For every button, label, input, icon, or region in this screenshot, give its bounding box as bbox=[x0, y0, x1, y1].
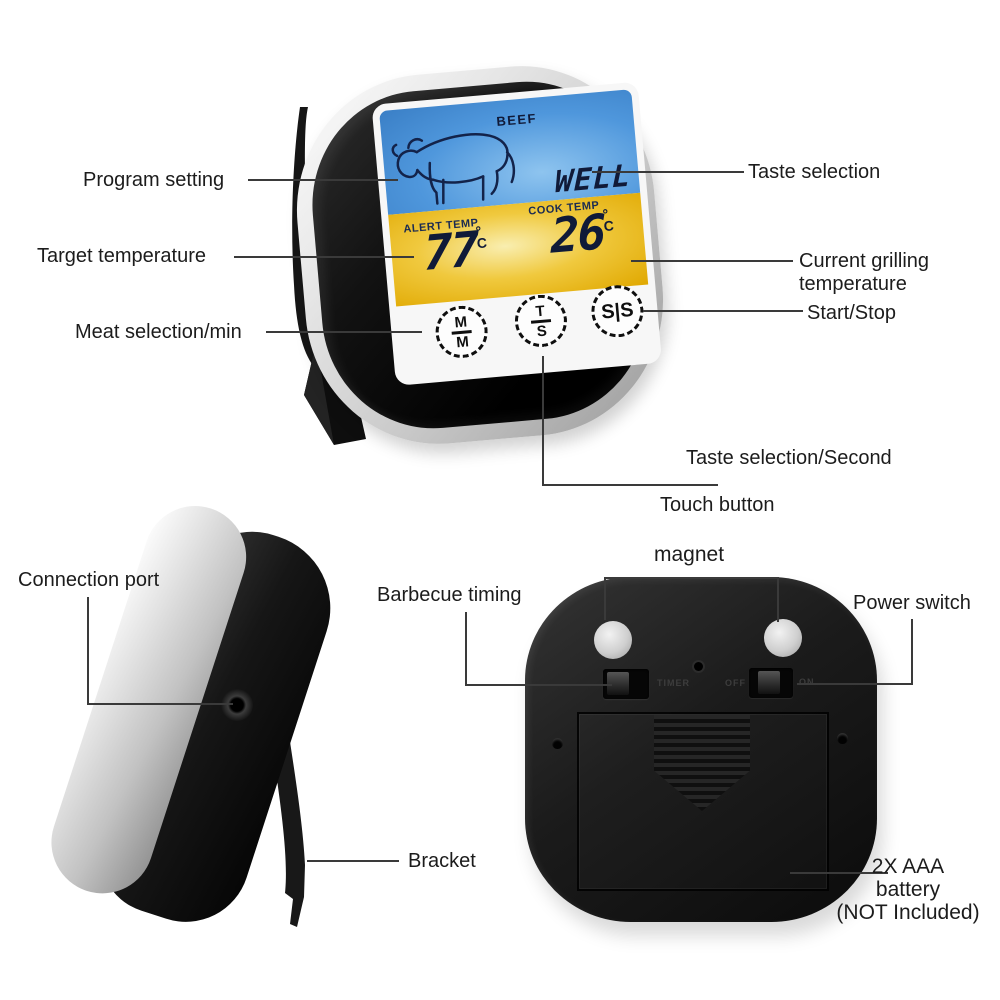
touch-screen: BEEF WELL ALERT TEMP C bbox=[371, 81, 663, 386]
thermometer-back-view: TIMER OFF ON bbox=[525, 577, 877, 922]
line-connection-port-horizontal bbox=[87, 703, 233, 705]
alert-temp-display: 77 °C bbox=[421, 221, 492, 282]
connection-port-hole bbox=[221, 689, 253, 721]
line-meat-selection bbox=[266, 331, 422, 333]
line-barbecue-timing-vertical bbox=[465, 612, 467, 686]
label-start-stop: Start/Stop bbox=[807, 302, 896, 324]
battery-door-grip bbox=[654, 715, 750, 811]
magnet-left bbox=[594, 621, 632, 659]
label-target-temperature: Target temperature bbox=[37, 245, 206, 267]
line-barbecue-timing-horizontal bbox=[465, 684, 612, 686]
power-off-label: OFF bbox=[725, 678, 746, 688]
bracket-leg bbox=[271, 735, 305, 927]
line-target-temperature bbox=[234, 256, 414, 258]
label-current-grilling-line1: Current grilling bbox=[799, 250, 930, 272]
line-magnet-top bbox=[604, 577, 779, 579]
meat-button-top-label: M bbox=[453, 312, 468, 331]
line-bracket bbox=[307, 860, 399, 862]
label-power-switch: Power switch bbox=[853, 592, 971, 614]
timer-switch-label: TIMER bbox=[657, 678, 690, 688]
label-battery: 2X AAA battery (NOT Included) bbox=[815, 855, 1000, 924]
power-switch-knob bbox=[758, 671, 780, 694]
start-stop-button-label: S|S bbox=[600, 298, 635, 324]
line-touch-button-horizontal bbox=[542, 484, 718, 486]
line-power-switch-horizontal bbox=[797, 683, 913, 685]
label-meat-selection-min: Meat selection/min bbox=[75, 321, 242, 343]
hanging-hole bbox=[694, 662, 703, 671]
line-program-setting bbox=[248, 179, 398, 181]
line-touch-button-vertical bbox=[542, 356, 544, 486]
line-current-grilling bbox=[631, 260, 793, 262]
line-connection-port-vertical bbox=[87, 597, 89, 705]
power-on-label: ON bbox=[799, 677, 815, 687]
screw-right bbox=[837, 733, 848, 744]
meat-selection-min-button: M M bbox=[433, 303, 490, 361]
magnet-right bbox=[764, 619, 802, 657]
label-magnet: magnet bbox=[654, 543, 725, 566]
alert-temp-unit: °C bbox=[475, 222, 488, 252]
line-magnet-left bbox=[604, 577, 606, 620]
label-barbecue-timing: Barbecue timing bbox=[377, 584, 522, 606]
label-taste-selection: Taste selection bbox=[748, 161, 881, 183]
label-battery-line3: (NOT Included) bbox=[836, 901, 980, 924]
thermometer-front-view: BEEF WELL ALERT TEMP C bbox=[285, 55, 675, 455]
label-battery-line2: battery bbox=[875, 878, 941, 901]
screw-left bbox=[552, 738, 563, 749]
cow-icon bbox=[391, 133, 516, 205]
power-switch-control bbox=[749, 668, 793, 698]
line-battery bbox=[790, 872, 888, 874]
line-power-switch-vertical bbox=[911, 619, 913, 685]
cook-temp-display: 26 °C bbox=[548, 204, 619, 265]
battery-door bbox=[577, 712, 829, 891]
label-current-grilling-temperature: Current grilling temperature bbox=[799, 250, 929, 296]
taste-button-bottom-label: S bbox=[536, 321, 548, 340]
line-taste-selection bbox=[592, 171, 744, 173]
label-taste-selection-second: Taste selection/Second bbox=[686, 447, 892, 469]
cook-temp-value: 26 bbox=[550, 204, 605, 265]
display-meat-panel: BEEF WELL bbox=[379, 89, 641, 215]
taste-button-top-label: T bbox=[534, 302, 546, 320]
label-connection-port: Connection port bbox=[18, 569, 160, 591]
label-battery-line1: 2X AAA bbox=[871, 855, 945, 878]
label-current-grilling-line2: temperature bbox=[799, 273, 907, 295]
line-start-stop bbox=[643, 310, 803, 312]
taste-second-button: T S bbox=[512, 292, 570, 350]
line-magnet-right bbox=[777, 577, 779, 622]
start-stop-button: S|S bbox=[589, 283, 646, 340]
label-touch-button: Touch button bbox=[660, 494, 775, 516]
label-bracket: Bracket bbox=[408, 850, 476, 872]
meat-button-bottom-label: M bbox=[455, 332, 470, 351]
timer-switch-knob bbox=[607, 672, 629, 695]
label-program-setting: Program setting bbox=[83, 169, 225, 191]
alert-temp-value: 77 bbox=[423, 221, 478, 282]
